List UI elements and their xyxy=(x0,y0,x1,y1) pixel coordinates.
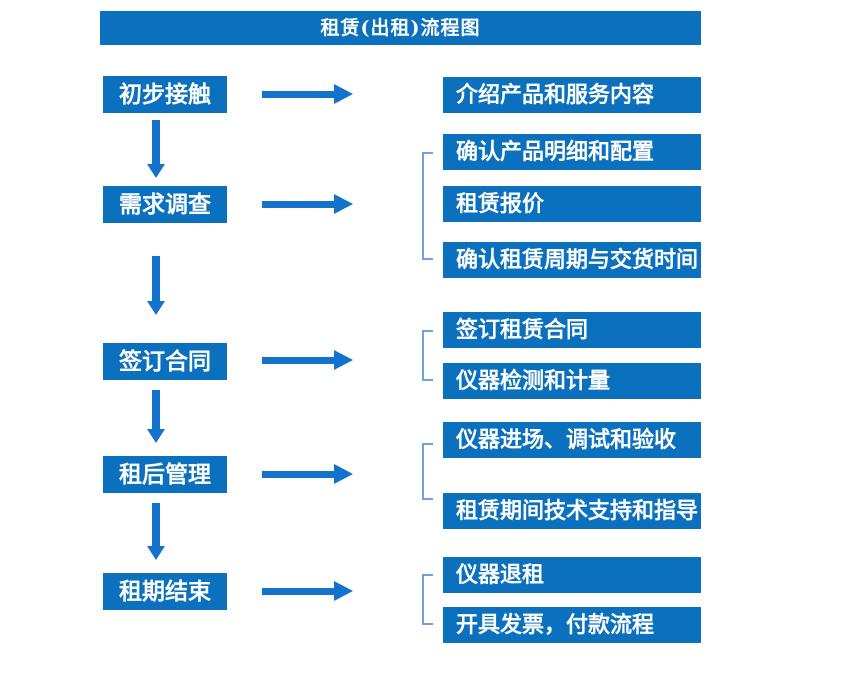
flow-arrow-down-icon xyxy=(147,390,165,443)
flow-arrow-right-icon xyxy=(262,350,353,370)
detail-box: 确认产品明细和配置 xyxy=(443,134,701,170)
flow-arrow-down-icon xyxy=(147,256,165,315)
group-bracket xyxy=(422,443,433,500)
stage-box-demand-survey: 需求调查 xyxy=(103,186,227,223)
stage-box-sign-contract: 签订合同 xyxy=(103,343,227,380)
stage-box-rental-end: 租期结束 xyxy=(103,573,227,610)
flow-arrow-down-icon xyxy=(147,503,165,560)
group-bracket xyxy=(422,330,433,381)
detail-box: 仪器检测和计量 xyxy=(443,363,701,399)
group-bracket xyxy=(422,574,433,625)
flow-arrow-right-icon xyxy=(262,464,353,484)
detail-box: 开具发票，付款流程 xyxy=(443,607,701,643)
flowchart-title: 租赁(出租)流程图 xyxy=(100,11,701,45)
flow-arrow-down-icon xyxy=(147,120,165,178)
detail-box: 仪器进场、调试和验收 xyxy=(443,422,701,458)
detail-box: 签订租赁合同 xyxy=(443,312,701,348)
flow-arrow-right-icon xyxy=(262,84,353,104)
detail-box: 确认租赁周期与交货时间 xyxy=(443,242,701,278)
flow-arrow-right-icon xyxy=(262,581,353,601)
detail-box: 介绍产品和服务内容 xyxy=(443,77,701,113)
stage-box-post-rental: 租后管理 xyxy=(103,456,227,493)
detail-box: 仪器退租 xyxy=(443,557,701,593)
group-bracket xyxy=(422,152,433,260)
detail-box: 租赁期间技术支持和指导 xyxy=(443,493,701,529)
detail-box: 租赁报价 xyxy=(443,186,701,222)
flow-arrow-right-icon xyxy=(262,194,353,214)
stage-box-initial-contact: 初步接触 xyxy=(103,76,227,113)
